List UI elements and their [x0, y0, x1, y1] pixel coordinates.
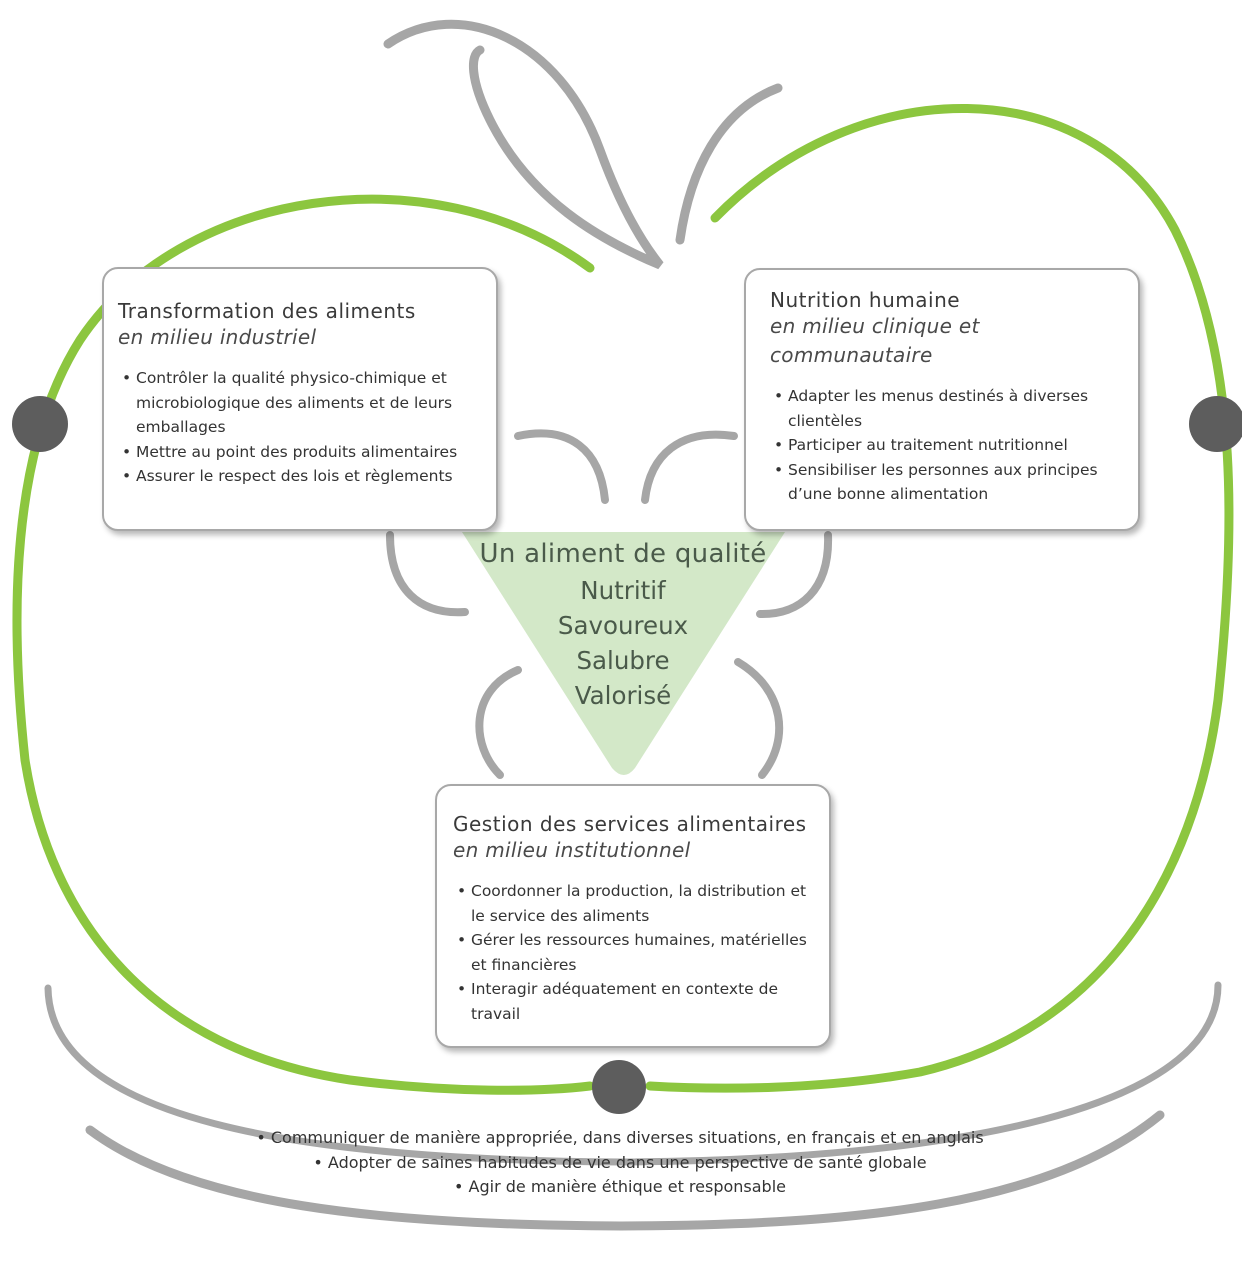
arc-left-lower: [475, 666, 522, 779]
competency-item: • Adopter de saines habitudes de vie dan…: [313, 1152, 927, 1172]
stem: [675, 83, 783, 245]
right-dot: [1189, 396, 1242, 452]
list-item: Coordonner la production, la distributio…: [453, 879, 821, 928]
box-list: Coordonner la production, la distributio…: [453, 879, 821, 1026]
box-food-services-management: Gestion des services alimentaires en mil…: [435, 784, 831, 1048]
box-subtitle: en milieu clinique et communautaire: [770, 314, 980, 367]
competency-item: • Agir de manière éthique et responsable: [453, 1177, 786, 1196]
list-item: Mettre au point des produits alimentaire…: [118, 440, 486, 465]
apple-outline-left: [12, 194, 595, 1095]
apple-outline-right: [645, 104, 1234, 1093]
list-item: Contrôler la qualité physico-chimique et…: [118, 366, 486, 440]
bottom-dot: [592, 1060, 646, 1114]
arc-left-upper: [386, 531, 469, 617]
box-subtitle: en milieu institutionnel: [453, 838, 691, 862]
arc-upper-right: [641, 430, 738, 504]
left-dot: [12, 396, 68, 452]
box-title: Gestion des services alimentaires: [453, 812, 807, 836]
box-human-nutrition: Nutrition humaine en milieu clinique et …: [744, 268, 1140, 531]
box-subtitle: en milieu industriel: [118, 325, 317, 349]
center-item: Valorisé: [574, 681, 672, 710]
list-item: Participer au traitement nutritionnel: [770, 433, 1128, 458]
competency-item: • Communiquer de manière appropriée, dan…: [256, 1128, 984, 1147]
center-item: Savoureux: [557, 611, 689, 640]
general-competencies-list: • Communiquer de manière appropriée, dan…: [150, 1126, 1090, 1200]
list-item: Adapter les menus destinés à diverses cl…: [770, 384, 1128, 433]
center-item: Salubre: [576, 646, 670, 675]
box-list: Contrôler la qualité physico-chimique et…: [118, 366, 486, 489]
list-item: Sensibiliser les personnes aux principes…: [770, 458, 1128, 507]
plate-arc-lower: [85, 1110, 1165, 1231]
center-item: Nutritif: [580, 576, 666, 605]
center-title: Un aliment de qualité: [479, 539, 767, 569]
list-item: Gérer les ressources humaines, matériell…: [453, 928, 821, 977]
list-item: Interagir adéquatement en contexte de tr…: [453, 977, 821, 1026]
box-title: Transformation des aliments: [118, 299, 416, 323]
box-food-transformation: Transformation des aliments en milieu in…: [102, 267, 498, 531]
list-item: Assurer le respect des lois et règlement…: [118, 464, 486, 489]
arc-right-upper: [756, 531, 833, 619]
box-title: Nutrition humaine: [770, 288, 961, 312]
arc-upper-left: [514, 429, 609, 504]
leaf-outline: [383, 19, 664, 270]
plate-arc-upper: [44, 981, 1222, 1166]
quality-triangle: [462, 532, 785, 775]
quality-food-center: Un aliment de qualité Nutritif Savoureux…: [468, 535, 778, 713]
box-list: Adapter les menus destinés à diverses cl…: [770, 384, 1128, 507]
arc-right-lower: [734, 658, 784, 779]
